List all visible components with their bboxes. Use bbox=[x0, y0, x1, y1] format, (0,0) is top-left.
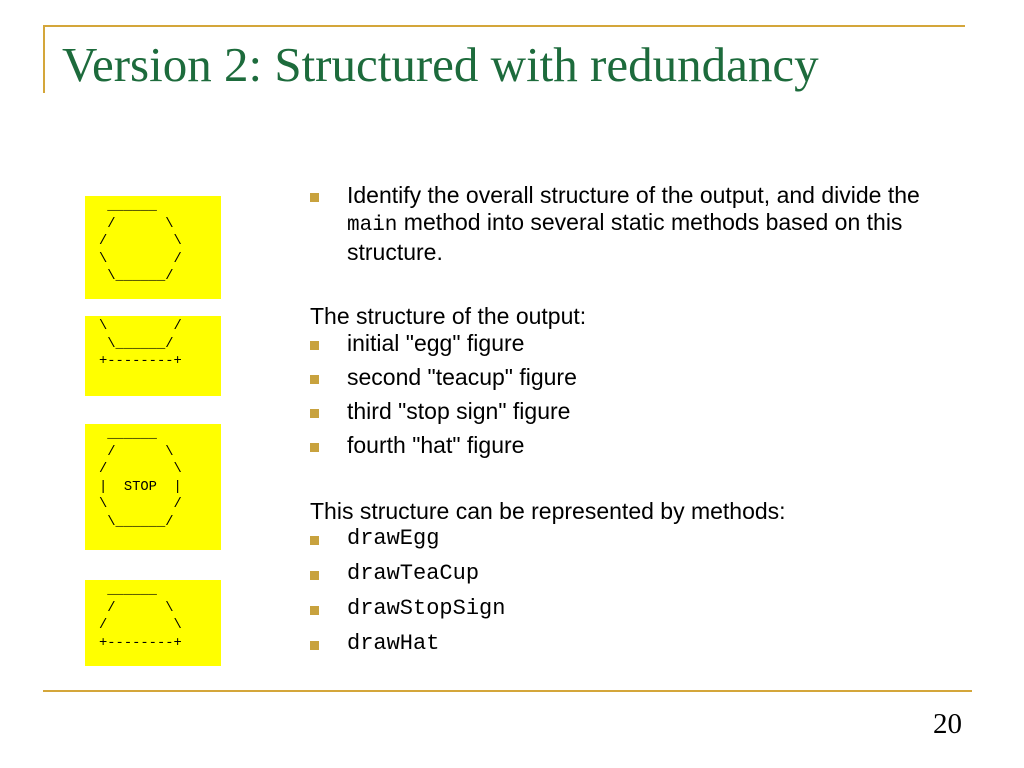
square-bullet-icon bbox=[310, 536, 319, 545]
method-name: drawTeaCup bbox=[347, 561, 480, 586]
title-corner-top-line bbox=[43, 25, 965, 27]
method-name: drawEgg bbox=[347, 526, 440, 551]
square-bullet-icon bbox=[310, 571, 319, 580]
list-item: drawStopSign bbox=[310, 595, 950, 622]
methods-heading: This structure can be represented by met… bbox=[310, 498, 786, 524]
list-item: third "stop sign" figure bbox=[310, 398, 950, 425]
intro-list: Identify the overall structure of the ou… bbox=[310, 182, 950, 266]
title-corner-left-line bbox=[43, 25, 45, 93]
slide-title: Version 2: Structured with redundancy bbox=[62, 37, 819, 92]
list-item: drawTeaCup bbox=[310, 560, 950, 587]
list-item: drawEgg bbox=[310, 525, 950, 552]
square-bullet-icon bbox=[310, 375, 319, 384]
intro-text-after: method into several static methods based… bbox=[347, 209, 903, 265]
teacup-figure: \ / \______/ +--------+ bbox=[85, 316, 221, 396]
structure-item-text: fourth "hat" figure bbox=[347, 432, 525, 458]
method-name: drawHat bbox=[347, 631, 440, 656]
main-method-code: main bbox=[347, 214, 398, 237]
egg-figure: ______ / \ / \ \ / \______/ bbox=[85, 196, 221, 299]
teacup-figure-text: \ / \______/ +--------+ bbox=[99, 319, 182, 370]
egg-figure-text: ______ / \ / \ \ / \______/ bbox=[99, 199, 182, 285]
square-bullet-icon bbox=[310, 409, 319, 418]
structure-item-text: initial "egg" figure bbox=[347, 330, 525, 356]
slide-content: Identify the overall structure of the ou… bbox=[310, 182, 950, 665]
stop-sign-figure: ______ / \ / \ | STOP | \ / \______/ bbox=[85, 424, 221, 550]
square-bullet-icon bbox=[310, 606, 319, 615]
method-name: drawStopSign bbox=[347, 596, 506, 621]
list-item: initial "egg" figure bbox=[310, 330, 950, 357]
intro-text-before: Identify the overall structure of the ou… bbox=[347, 182, 920, 208]
hat-figure: ______ / \ / \ +--------+ bbox=[85, 580, 221, 666]
hat-figure-text: ______ / \ / \ +--------+ bbox=[99, 583, 182, 651]
methods-list: drawEgg drawTeaCup drawStopSign drawHat bbox=[310, 525, 950, 657]
structure-item-text: second "teacup" figure bbox=[347, 364, 577, 390]
list-item: fourth "hat" figure bbox=[310, 432, 950, 459]
square-bullet-icon bbox=[310, 193, 319, 202]
slide-number: 20 bbox=[933, 708, 962, 740]
intro-bullet-item: Identify the overall structure of the ou… bbox=[310, 182, 950, 266]
list-item: drawHat bbox=[310, 630, 950, 657]
structure-heading: The structure of the output: bbox=[310, 303, 587, 329]
stop-sign-figure-text: ______ / \ / \ | STOP | \ / \______/ bbox=[99, 427, 182, 530]
footer-divider bbox=[43, 690, 972, 692]
structure-list: initial "egg" figure second "teacup" fig… bbox=[310, 330, 950, 459]
list-item: second "teacup" figure bbox=[310, 364, 950, 391]
square-bullet-icon bbox=[310, 341, 319, 350]
square-bullet-icon bbox=[310, 443, 319, 452]
structure-item-text: third "stop sign" figure bbox=[347, 398, 571, 424]
square-bullet-icon bbox=[310, 641, 319, 650]
